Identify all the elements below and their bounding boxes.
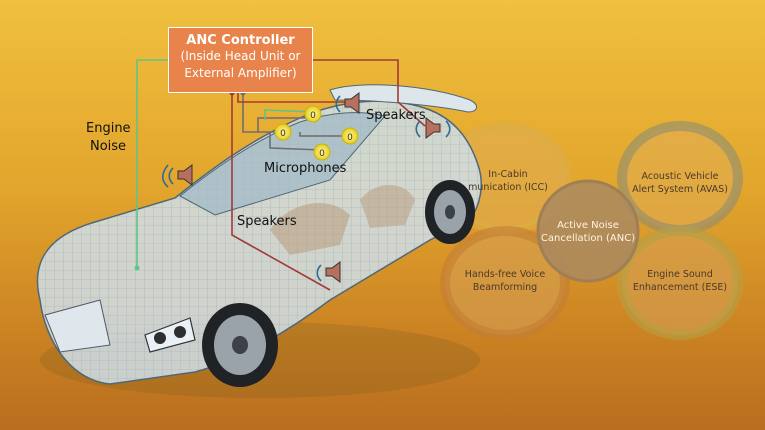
svg-text:0: 0: [280, 129, 286, 139]
wiring: [134, 59, 426, 291]
speakers-label-top: Speakers: [366, 108, 426, 123]
avas-line1: Acoustic Vehicle: [641, 171, 719, 182]
speakers-label-mid: Speakers: [237, 214, 297, 229]
beam-line1: Hands-free Voice: [464, 269, 546, 280]
microphones-label: Microphones: [264, 161, 347, 176]
avas-line2: Alert System (AVAS): [632, 184, 728, 195]
petal-avas-label: Acoustic Vehicle Alert System (AVAS): [625, 170, 735, 196]
anc-controller-box: ANC Controller (Inside Head Unit or Exte…: [168, 27, 313, 93]
anc-line1: Active Noise: [557, 220, 619, 231]
icc-line2: munication (ICC): [468, 182, 548, 193]
svg-text:0: 0: [319, 149, 325, 159]
microphone-wire: [242, 93, 348, 151]
petal-beamforming-label: Hands-free Voice Beamforming: [455, 268, 555, 294]
controller-subtitle-line1: (Inside Head Unit or: [180, 49, 301, 63]
controller-subtitle-line2: External Amplifier): [184, 66, 297, 80]
microphone-icon: 0: [341, 127, 359, 145]
engine-noise-label: Engine Noise: [86, 120, 131, 156]
speaker-icon: [161, 164, 193, 188]
speaker-icon: [316, 261, 341, 283]
svg-text:0: 0: [347, 133, 353, 143]
petal-ese: [617, 226, 743, 340]
engine-noise-line1: Engine: [86, 121, 131, 136]
speaker-icon: [415, 117, 451, 139]
engine-noise-line2: Noise: [89, 139, 127, 154]
ese-line2: Enhancement (ESE): [632, 282, 728, 293]
microphone-icon: 0: [274, 123, 292, 141]
petal-icc-label: In-Cabin munication (ICC): [468, 168, 548, 194]
speaker-icon: [335, 92, 360, 114]
car-illustration: [36, 84, 482, 398]
microphone-icon: 0: [304, 105, 322, 123]
icc-line1: In-Cabin: [488, 169, 528, 180]
svg-text:0: 0: [310, 111, 316, 121]
controller-title: ANC Controller: [186, 33, 295, 48]
ese-line1: Engine Sound: [647, 269, 713, 280]
engine-noise-wire: [136, 59, 168, 268]
anc-line2: Cancellation (ANC): [540, 233, 636, 244]
petal-center-label: Active Noise Cancellation (ANC): [538, 219, 638, 245]
speaker-wire-front: [231, 93, 331, 291]
petal-center-anc: [536, 179, 640, 283]
petal-ese-label: Engine Sound Enhancement (ESE): [628, 268, 732, 294]
petal-beamforming: [440, 226, 570, 340]
speaker-wire-rear: [313, 59, 426, 127]
microphone-icon: 0: [313, 143, 331, 161]
beam-line2: Beamforming: [472, 282, 538, 293]
